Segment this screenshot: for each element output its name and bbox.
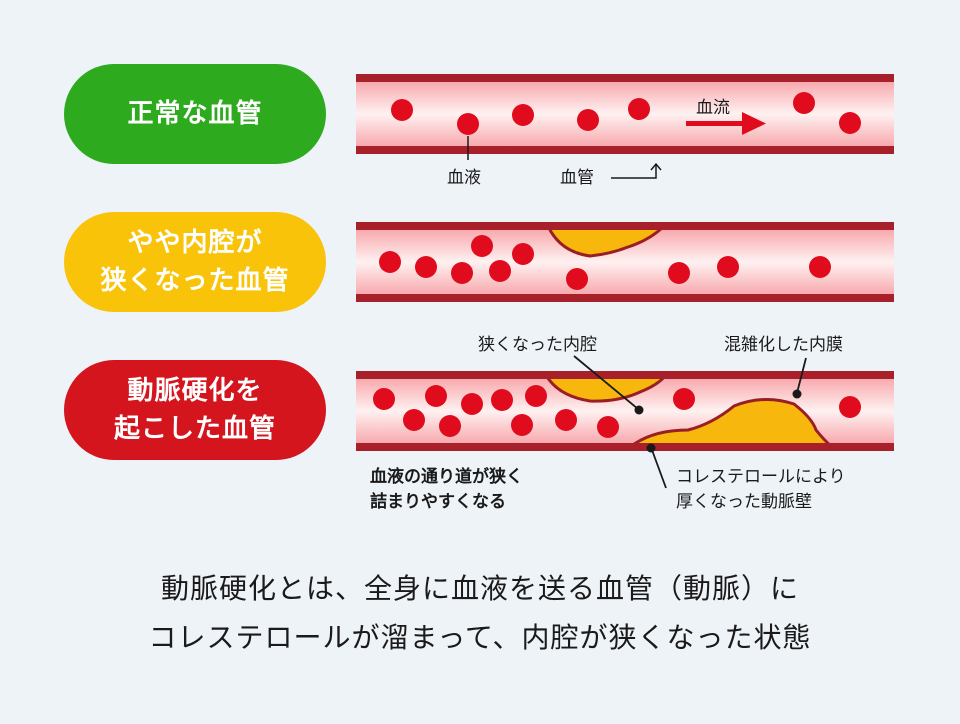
blood-cell	[415, 256, 437, 278]
leader-arrowhead-icon	[650, 162, 662, 171]
blood-cell	[793, 92, 815, 114]
leader-line	[611, 164, 657, 179]
blood-cell	[379, 251, 401, 273]
blood-cell	[525, 385, 547, 407]
vessel-normal: 血流 血液 血管	[356, 74, 894, 188]
vessel-wall-top	[356, 371, 894, 379]
blood-cell	[425, 385, 447, 407]
blood-cell	[673, 388, 695, 410]
blood-cell	[403, 409, 425, 431]
blood-cell	[491, 389, 513, 411]
blood-cell	[489, 260, 511, 282]
blood-cell	[471, 235, 493, 257]
leader-dot-icon	[634, 405, 644, 415]
blood-flow-label: 血流	[696, 98, 730, 118]
vessel-wall-bottom	[356, 294, 894, 302]
label-normal-vessel: 正常な血管	[64, 64, 326, 164]
plaque-deposit-bottom	[625, 398, 836, 449]
passage-label-line1: 血液の通り道が狭く	[370, 466, 523, 487]
vessel-wall-bottom	[356, 443, 894, 451]
vessel-hardened: 狭くなった内腔 混雑化した内膜 コレステロールにより 厚くなった動脈壁 血液の通…	[356, 335, 894, 512]
blood-cell	[511, 414, 533, 436]
blood-cell	[461, 393, 483, 415]
blood-cell	[839, 396, 861, 418]
label-hardened-line2: 起こした血管	[113, 414, 276, 444]
vessel-wall-top	[356, 74, 894, 82]
blood-cell	[566, 268, 588, 290]
vessel-wall-bottom	[356, 146, 894, 154]
leader-line	[796, 357, 807, 394]
passage-label-line2: 詰まりやすくなる	[370, 491, 506, 512]
thick-wall-label-line1: コレステロールにより	[676, 467, 846, 487]
vessel-lumen	[356, 78, 894, 150]
leader-dot-icon	[792, 389, 802, 399]
blood-cell	[512, 243, 534, 265]
blood-cell	[668, 262, 690, 284]
blood-cell	[373, 388, 395, 410]
vessel-narrowing	[356, 222, 894, 302]
vessel-wall-top	[356, 222, 894, 230]
flow-arrow-icon	[686, 112, 766, 135]
label-narrowing-line2: 狭くなった血管	[100, 266, 290, 296]
vessel-label: 血管	[560, 168, 594, 188]
blood-cell	[577, 109, 599, 131]
narrowed-lumen-label: 狭くなった内腔	[478, 335, 597, 355]
blood-cell	[555, 409, 577, 431]
blood-cell	[628, 98, 650, 120]
leader-line	[573, 355, 639, 410]
label-narrowing-vessel: やや内腔が 狭くなった血管	[64, 212, 326, 312]
label-narrowing-line1: やや内腔が	[127, 228, 263, 258]
blood-cell	[439, 415, 461, 437]
mixed-intima-label: 混雑化した内膜	[724, 335, 843, 355]
caption-line2: コレステロールが溜まって、内腔が狭くなった状態	[148, 621, 812, 654]
label-hardened-vessel: 動脈硬化を 起こした血管	[64, 360, 326, 460]
caption-line1: 動脈硬化とは、全身に血液を送る血管（動脈）に	[160, 572, 799, 605]
blood-cell	[809, 256, 831, 278]
blood-cell	[717, 256, 739, 278]
blood-cell	[451, 262, 473, 284]
blood-cell	[597, 416, 619, 438]
blood-cell	[839, 112, 861, 134]
blood-cell	[512, 104, 534, 126]
blood-cell	[457, 113, 479, 135]
leader-dot-icon	[646, 443, 656, 453]
label-normal-text: 正常な血管	[127, 99, 263, 129]
plaque-deposit-top	[543, 373, 670, 403]
leader-line	[651, 449, 667, 489]
blood-cell	[391, 99, 413, 121]
label-hardened-line1: 動脈硬化を	[127, 376, 263, 406]
plaque-deposit	[545, 224, 668, 258]
blood-label: 血液	[447, 168, 481, 188]
thick-wall-label-line2: 厚くなった動脈壁	[676, 492, 812, 512]
